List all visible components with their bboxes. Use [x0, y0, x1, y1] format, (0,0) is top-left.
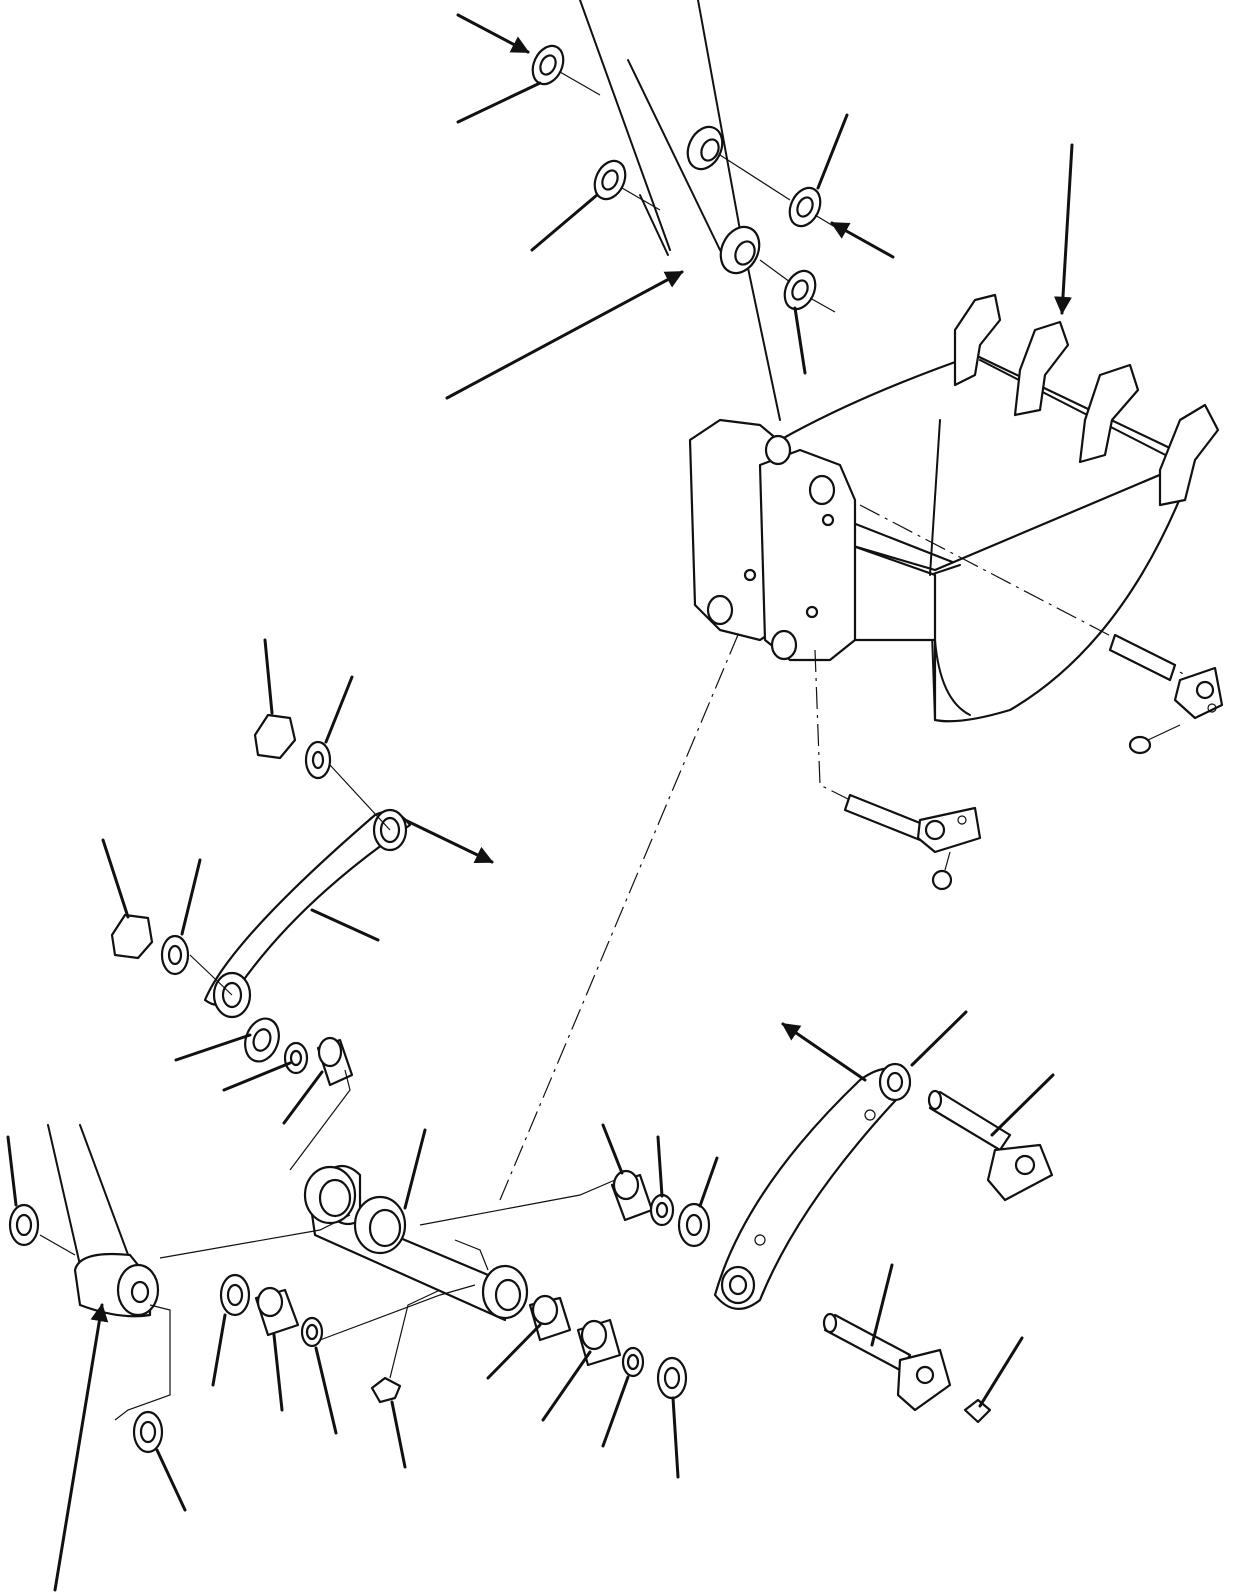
lower-link [419, 1062, 1054, 1424]
bucket [688, 293, 1220, 723]
arm-end [8, 629, 741, 1454]
cross-pin-assembly [219, 1164, 688, 1404]
arm [579, 0, 781, 421]
bucket-pins [814, 504, 1224, 891]
callout-leaders [6, 13, 1074, 1592]
upper-link [110, 713, 412, 1171]
upper-pin-washers [531, 44, 841, 313]
